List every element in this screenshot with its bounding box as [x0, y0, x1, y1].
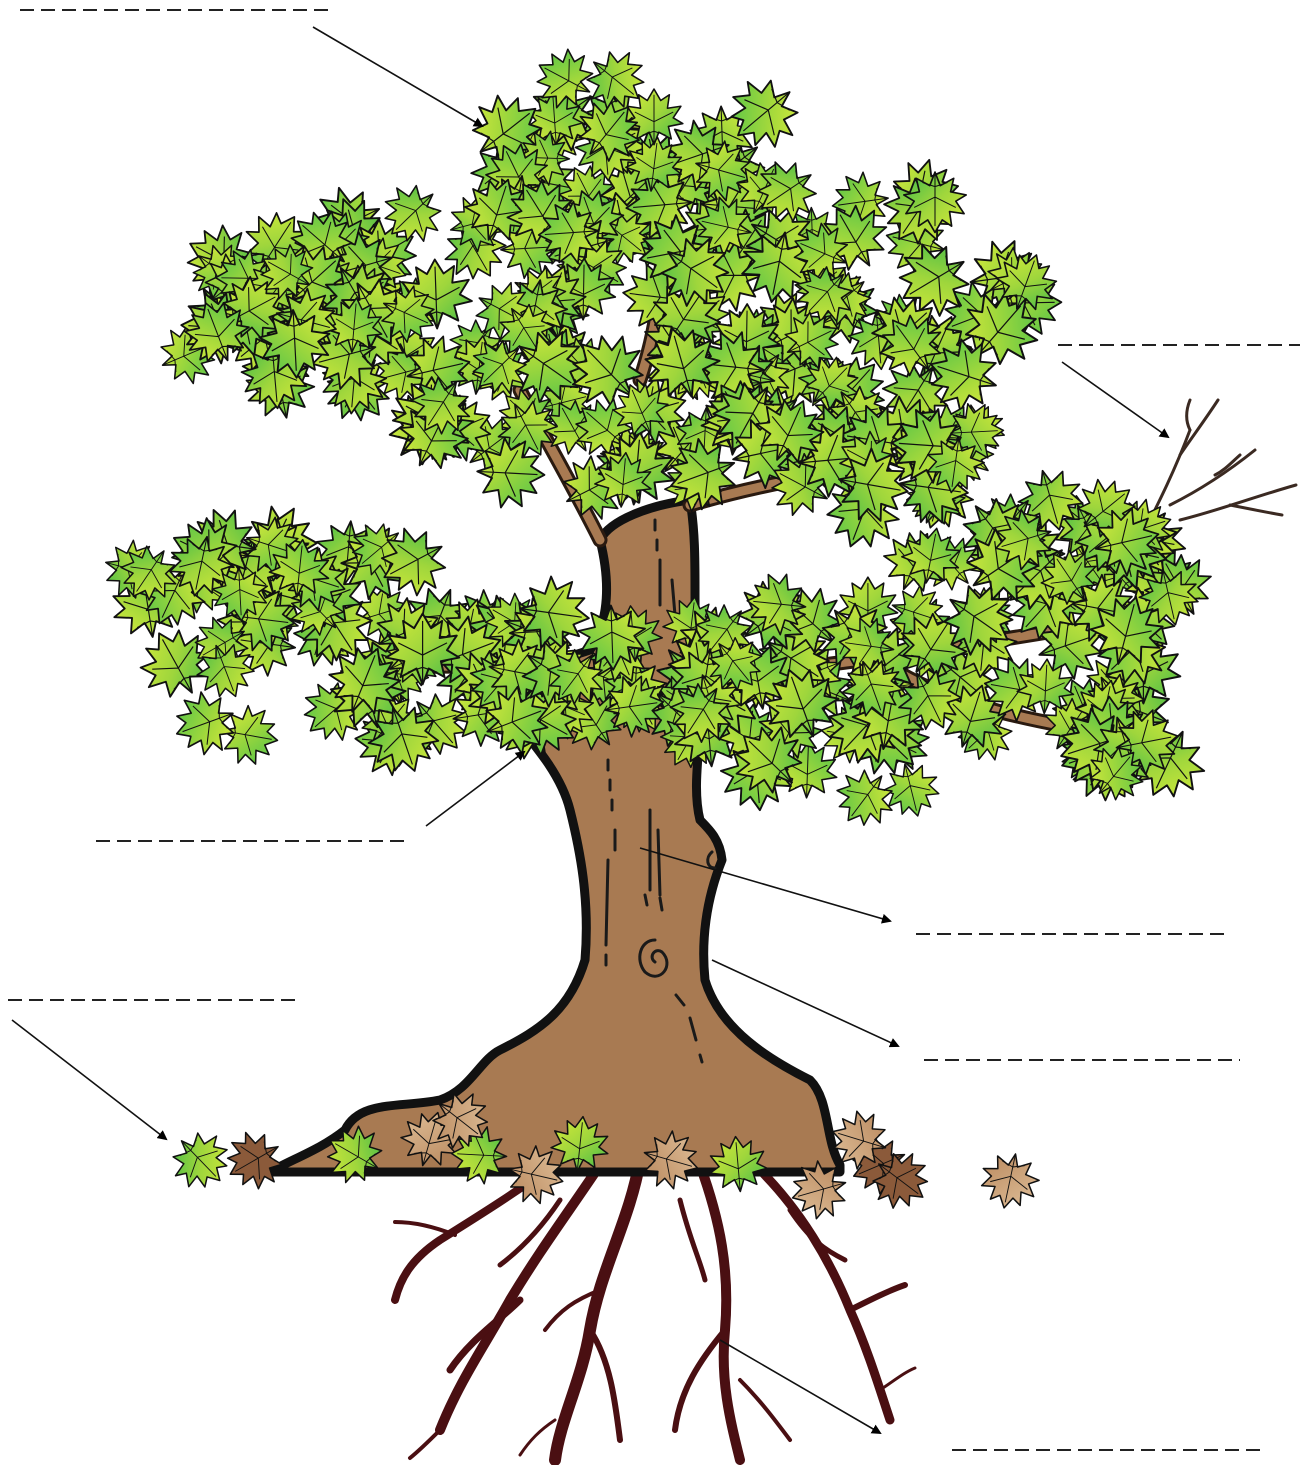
leaf — [166, 684, 243, 763]
leaf — [217, 702, 283, 769]
crown-leaves — [98, 39, 1222, 838]
label-blank-crown[interactable] — [20, 10, 482, 126]
fallen-dead-leaf — [976, 1148, 1043, 1214]
label-blank-twig[interactable] — [1058, 345, 1300, 437]
label-blank-roots[interactable] — [720, 1340, 1266, 1450]
fallen-dead-leaf — [216, 1122, 292, 1199]
label-blank-trunk[interactable] — [640, 848, 1230, 934]
label-blank-branch[interactable] — [96, 752, 524, 841]
fallen-green-leaf — [161, 1121, 240, 1200]
label-blank-leaf-litter[interactable] — [8, 1000, 302, 1139]
roots — [395, 1160, 915, 1460]
label-blank-bark[interactable] — [712, 960, 1240, 1060]
